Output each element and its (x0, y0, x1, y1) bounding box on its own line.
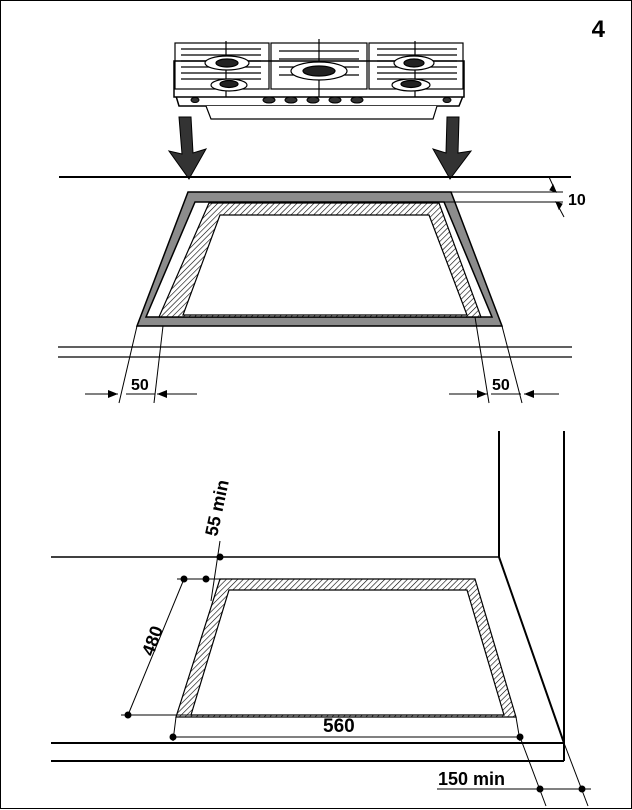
worktop-top-view (58, 176, 572, 358)
front-clearance-dimension (437, 736, 591, 807)
bezel-thickness-dimension (444, 176, 565, 218)
cutout-outline-hatched (175, 578, 517, 718)
cutout-depth-dimension (121, 575, 191, 719)
cutout-width-label: 560 (323, 716, 355, 737)
hob-illustration (173, 39, 465, 120)
burners (204, 55, 435, 92)
front-clearance-label: 150 min (438, 769, 505, 789)
back-clearance-label: 55 min (201, 478, 232, 538)
bezel-thickness-label: 10 (568, 192, 586, 209)
frame-margin-right-label: 50 (492, 377, 510, 394)
frame-margin-left-label: 50 (131, 377, 149, 394)
left-down-arrow (167, 116, 208, 180)
worktop-cutout-plan (51, 431, 565, 762)
control-knobs (190, 96, 452, 104)
frame-margin-dimensions (85, 316, 559, 404)
cutout-width-dimension (169, 716, 524, 742)
right-down-arrow (431, 116, 473, 180)
back-clearance-dimension (177, 540, 224, 602)
figure-number: 4 (592, 16, 606, 43)
worktop-cutout-hatched (158, 202, 482, 318)
cutout-depth-label: 480 (138, 623, 167, 658)
placement-arrows (167, 116, 473, 180)
